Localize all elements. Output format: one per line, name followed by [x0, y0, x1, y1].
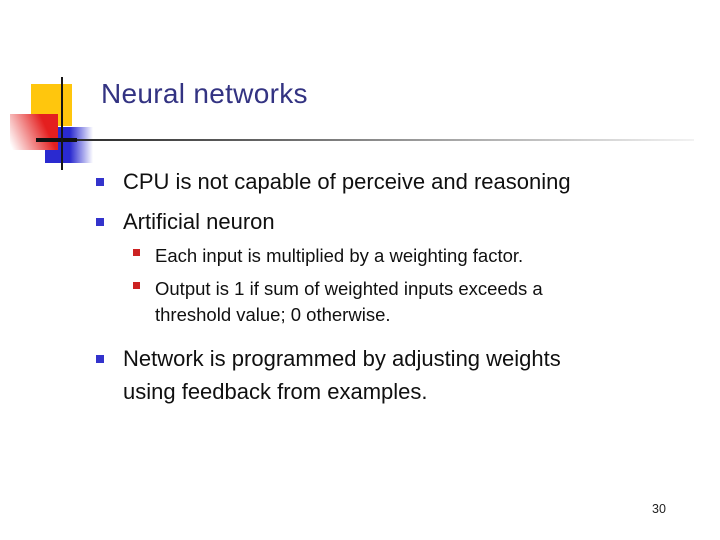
bullet-text-line: Each input is multiplied by a weighting … [155, 245, 524, 266]
bullet-text-line: CPU is not capable of perceive and reaso… [123, 169, 571, 194]
bullet-item-cpu: CPU is not capable of perceive and reaso… [96, 165, 571, 198]
red-square-bullet-icon [133, 282, 140, 289]
bullet-text-line: using feedback from examples. [123, 379, 428, 404]
accent-vertical-line [61, 77, 63, 170]
bullet-item-artificial-neuron: Artificial neuron [96, 205, 275, 238]
bullet-text-line: Artificial neuron [123, 209, 275, 234]
sub-bullet-item-threshold: Output is 1 if sum of weighted inputs ex… [133, 276, 543, 328]
page-number: 30 [652, 502, 666, 516]
sub-bullet-item-weighting-factor: Each input is multiplied by a weighting … [133, 243, 523, 269]
accent-horizontal-bar [36, 138, 77, 142]
bullet-item-network-programmed: Network is programmed by adjusting weigh… [96, 342, 561, 408]
accent-red-square [10, 114, 58, 150]
title-divider-line [36, 139, 694, 141]
slide-title: Neural networks [101, 78, 308, 109]
bullet-text-line: Network is programmed by adjusting weigh… [123, 346, 561, 371]
bullet-text-line: threshold value; 0 otherwise. [155, 304, 391, 325]
blue-square-bullet-icon [96, 355, 104, 363]
bullet-text-line: Output is 1 if sum of weighted inputs ex… [155, 278, 543, 299]
red-square-bullet-icon [133, 249, 140, 256]
blue-square-bullet-icon [96, 218, 104, 226]
blue-square-bullet-icon [96, 178, 104, 186]
